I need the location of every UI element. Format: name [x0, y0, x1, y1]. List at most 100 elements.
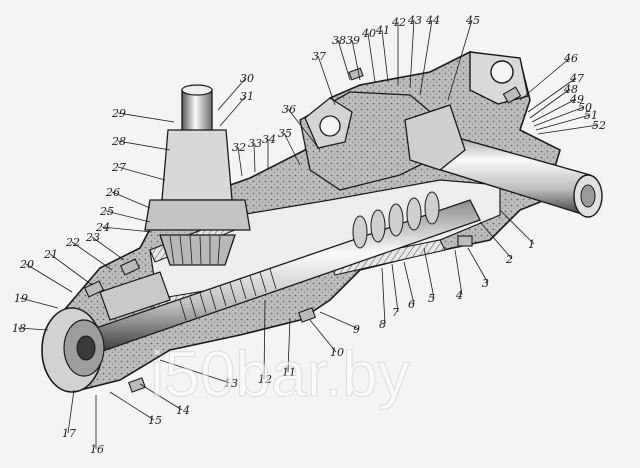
callout-label-2: 2	[505, 253, 513, 266]
callout-label-23: 23	[85, 231, 100, 244]
leader-line-36	[287, 108, 321, 151]
leader-line-51	[535, 114, 591, 131]
callout-label-35: 35	[278, 127, 292, 140]
leader-line-22	[71, 241, 113, 271]
callout-label-46: 46	[563, 52, 578, 65]
callout-label-4: 4	[455, 289, 463, 302]
leader-line-7	[391, 263, 399, 313]
leader-line-41	[381, 29, 389, 83]
leader-line-25	[105, 210, 151, 223]
callout-label-20: 20	[19, 258, 34, 271]
callout-label-17: 17	[62, 427, 76, 440]
leader-line-29	[117, 112, 175, 123]
leader-line-3	[467, 247, 489, 284]
leader-line-4	[454, 249, 463, 296]
leader-line-20	[25, 263, 73, 293]
callout-label-51: 51	[584, 109, 598, 122]
callout-label-50: 50	[578, 101, 592, 114]
callout-label-15: 15	[148, 414, 162, 427]
callout-label-19: 19	[14, 292, 28, 305]
callout-label-16: 16	[90, 443, 104, 456]
leader-line-9	[319, 311, 360, 330]
leader-line-26	[111, 191, 151, 209]
leader-line-39	[351, 39, 361, 81]
callout-label-40: 40	[361, 27, 376, 40]
callout-label-22: 22	[65, 236, 80, 249]
leader-line-5	[423, 247, 435, 299]
leader-line-13	[159, 359, 231, 384]
leader-line-24	[101, 226, 153, 233]
callout-label-45: 45	[465, 14, 480, 27]
leader-line-40	[367, 32, 376, 83]
callout-label-29: 29	[111, 107, 126, 120]
callout-label-37: 37	[312, 50, 326, 63]
callout-label-13: 13	[224, 377, 238, 390]
callout-label-44: 44	[425, 14, 440, 27]
leader-line-19	[19, 297, 59, 309]
leader-line-1	[499, 209, 535, 245]
watermark: i50bar.by	[150, 338, 410, 410]
callout-label-25: 25	[99, 205, 114, 218]
callout-label-30: 30	[240, 72, 254, 85]
leader-line-15	[109, 391, 155, 421]
callout-label-38: 38	[332, 34, 346, 47]
leader-line-27	[117, 166, 166, 181]
input-shaft	[144, 84, 251, 266]
leader-line-14	[139, 383, 183, 411]
callout-label-49: 49	[569, 93, 584, 106]
leader-line-21	[49, 253, 93, 286]
callout-label-11: 11	[282, 366, 296, 379]
leader-line-28	[117, 140, 171, 151]
callout-label-28: 28	[111, 135, 126, 148]
callout-label-48: 48	[563, 83, 578, 96]
leader-line-49	[531, 98, 577, 123]
leader-line-11	[287, 317, 291, 373]
leader-line-12	[263, 299, 266, 380]
leader-lines	[17, 19, 599, 449]
callout-label-21: 21	[43, 248, 58, 261]
callout-label-42: 42	[391, 16, 406, 29]
callout-label-52: 52	[592, 119, 606, 132]
callout-label-7: 7	[392, 306, 399, 319]
leader-line-44	[419, 19, 433, 96]
leader-line-18	[17, 327, 49, 331]
callout-label-43: 43	[407, 14, 422, 27]
callout-label-1: 1	[528, 238, 535, 251]
callout-label-41: 41	[375, 24, 390, 37]
leader-line-43	[409, 19, 415, 89]
leader-line-33	[253, 142, 256, 173]
leader-line-46	[519, 57, 571, 101]
callout-label-31: 31	[240, 90, 254, 103]
callout-label-6: 6	[408, 298, 415, 311]
leader-line-52	[537, 124, 599, 135]
leader-line-30	[217, 77, 247, 111]
callout-label-3: 3	[482, 277, 489, 290]
leader-line-35	[283, 132, 301, 166]
callout-label-12: 12	[258, 373, 272, 386]
leader-line-37	[317, 55, 336, 106]
callout-label-10: 10	[330, 346, 344, 359]
callout-label-9: 9	[353, 323, 360, 336]
bolts	[83, 67, 522, 393]
leader-line-17	[67, 389, 75, 434]
callout-label-33: 33	[248, 137, 262, 150]
worm-shaft	[89, 191, 481, 353]
callout-label-27: 27	[111, 161, 126, 174]
callout-label-47: 47	[569, 72, 584, 85]
callout-label-5: 5	[428, 292, 435, 305]
callout-label-32: 32	[232, 141, 246, 154]
callout-label-8: 8	[379, 318, 386, 331]
leader-line-31	[219, 95, 247, 127]
leader-line-50	[533, 106, 585, 127]
callout-label-18: 18	[12, 322, 26, 335]
end-cap	[41, 271, 171, 393]
callout-label-26: 26	[105, 186, 120, 199]
leader-line-38	[337, 39, 351, 81]
leader-line-6	[403, 261, 415, 305]
callout-label-24: 24	[95, 221, 110, 234]
callout-label-39: 39	[346, 34, 360, 47]
callout-label-14: 14	[176, 404, 190, 417]
leader-line-47	[527, 77, 577, 113]
